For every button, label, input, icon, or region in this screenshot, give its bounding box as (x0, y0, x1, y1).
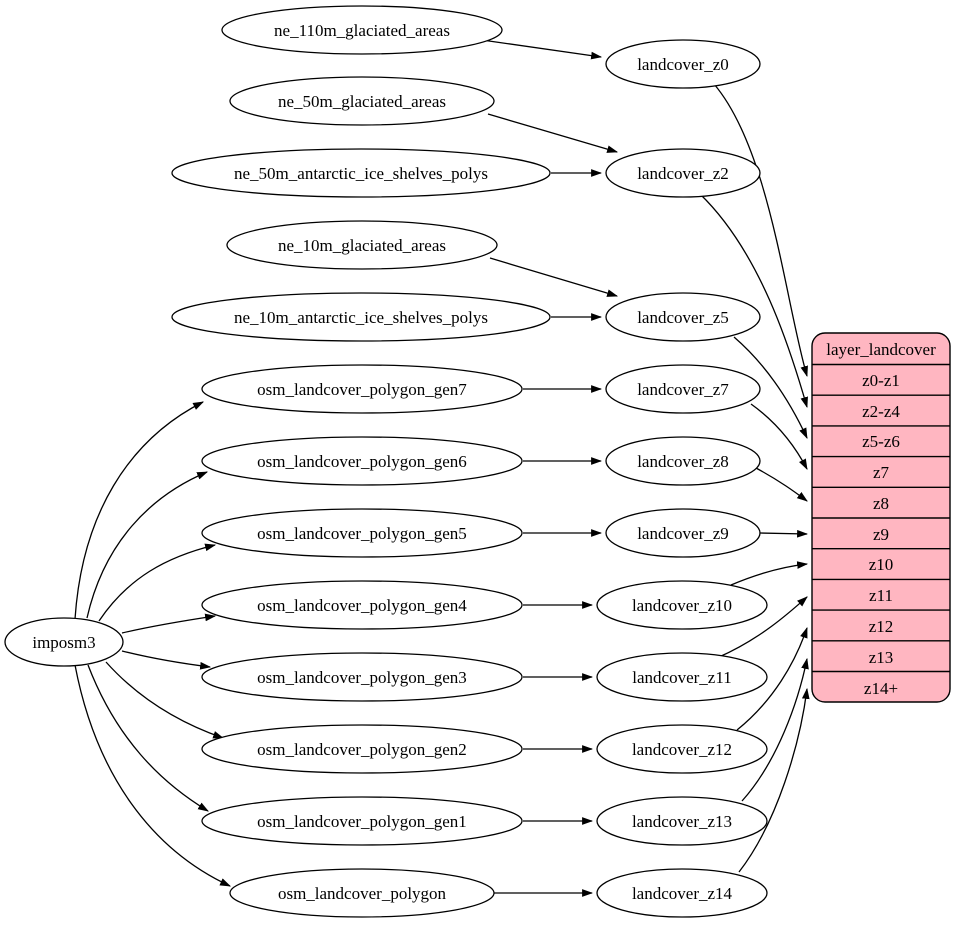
node-label: ne_10m_glaciated_areas (278, 236, 446, 255)
edge-z14-row (738, 687, 810, 873)
record-row-z12: z12 (869, 617, 894, 636)
node-label: landcover_z5 (637, 308, 729, 327)
edge-ne50mglac-z2 (487, 113, 619, 153)
node-label: ne_10m_antarctic_ice_shelves_polys (234, 308, 488, 327)
node-landcover-z13: landcover_z13 (596, 796, 768, 846)
edge-z8-row (755, 467, 808, 502)
node-label: imposm3 (32, 633, 95, 652)
node-label: landcover_z0 (637, 55, 729, 74)
record-row-z5-z6: z5-z6 (862, 432, 900, 451)
node-label: ne_110m_glaciated_areas (274, 21, 450, 40)
node-label: landcover_z9 (637, 524, 729, 543)
node-label: osm_landcover_polygon (278, 884, 447, 903)
node-label: landcover_z10 (632, 596, 732, 615)
record-row-z14plus: z14+ (864, 679, 898, 698)
record-title: layer_landcover (826, 340, 936, 359)
edge-z9-row (759, 529, 809, 538)
edge-z0-row (713, 83, 808, 378)
node-osm-landcover-polygon: osm_landcover_polygon (229, 868, 495, 918)
record-row-z0-z1: z0-z1 (862, 371, 900, 390)
node-label: landcover_z14 (632, 884, 733, 903)
node-osm-landcover-polygon-gen5: osm_landcover_polygon_gen5 (201, 508, 523, 558)
edge-z12-row (736, 626, 808, 731)
edge-imposm3-poly (74, 664, 231, 887)
node-imposm3: imposm3 (4, 617, 124, 667)
node-label: landcover_z11 (632, 668, 731, 687)
edge-z5-row (733, 336, 808, 439)
node-landcover-z2: landcover_z2 (605, 148, 761, 198)
node-landcover-z10: landcover_z10 (596, 580, 768, 630)
edge-z11-row (718, 596, 808, 658)
record-layer-landcover: layer_landcover z0-z1 z2-z4 z5-z6 z7 z8 … (811, 332, 951, 703)
node-label: ne_50m_glaciated_areas (278, 92, 446, 111)
node-landcover-z14: landcover_z14 (596, 868, 768, 918)
node-osm-landcover-polygon-gen1: osm_landcover_polygon_gen1 (201, 796, 523, 846)
edge-z7-row (750, 403, 808, 470)
node-ne-10m-glaciated-areas: ne_10m_glaciated_areas (226, 220, 498, 270)
node-ne-50m-glaciated-areas: ne_50m_glaciated_areas (229, 76, 495, 126)
node-label: landcover_z12 (632, 740, 732, 759)
node-label: osm_landcover_polygon_gen3 (257, 668, 467, 687)
node-ne-110m-glaciated-areas: ne_110m_glaciated_areas (221, 5, 503, 55)
node-ne-50m-antarctic-ice-shelves-polys: ne_50m_antarctic_ice_shelves_polys (171, 148, 551, 198)
record-row-z13: z13 (869, 648, 894, 667)
node-landcover-z7: landcover_z7 (605, 364, 761, 414)
node-landcover-z8: landcover_z8 (605, 436, 761, 486)
node-label: osm_landcover_polygon_gen7 (257, 380, 467, 399)
node-osm-landcover-polygon-gen2: osm_landcover_polygon_gen2 (201, 724, 523, 774)
node-osm-landcover-polygon-gen7: osm_landcover_polygon_gen7 (201, 364, 523, 414)
edge-imposm3-gen5 (98, 543, 217, 622)
edge-z10-row (730, 561, 809, 586)
node-label: osm_landcover_polygon_gen2 (257, 740, 467, 759)
edge-imposm3-gen4 (121, 613, 217, 634)
edge-imposm3-gen1 (87, 664, 209, 812)
edge-imposm3-gen2 (105, 661, 225, 739)
record-row-z2-z4: z2-z4 (862, 402, 900, 421)
record-row-z8: z8 (873, 494, 889, 513)
record-row-z10: z10 (869, 555, 894, 574)
node-ne-10m-antarctic-ice-shelves-polys: ne_10m_antarctic_ice_shelves_polys (171, 292, 551, 342)
edge-group (74, 39, 810, 897)
node-label: ne_50m_antarctic_ice_shelves_polys (234, 164, 488, 183)
node-label: osm_landcover_polygon_gen4 (257, 596, 467, 615)
edge-imposm3-gen6 (86, 471, 209, 619)
node-landcover-z9: landcover_z9 (605, 508, 761, 558)
node-osm-landcover-polygon-gen4: osm_landcover_polygon_gen4 (201, 580, 523, 630)
node-label: landcover_z2 (637, 164, 729, 183)
node-osm-landcover-polygon-gen6: osm_landcover_polygon_gen6 (201, 436, 523, 486)
node-landcover-z5: landcover_z5 (605, 292, 761, 342)
edge-z13-row (741, 657, 809, 802)
node-label: landcover_z8 (637, 452, 729, 471)
edge-imposm3-gen3 (121, 650, 212, 670)
node-label: landcover_z13 (632, 812, 732, 831)
record-row-z7: z7 (873, 463, 890, 482)
record-row-z9: z9 (873, 525, 889, 544)
node-landcover-z0: landcover_z0 (605, 39, 761, 89)
edge-imposm3-gen7 (74, 401, 204, 620)
edge-ne110m-z0 (481, 39, 603, 60)
node-landcover-z11: landcover_z11 (596, 652, 768, 702)
edge-z2-row (699, 193, 808, 409)
node-landcover-z12: landcover_z12 (596, 724, 768, 774)
node-label: landcover_z7 (637, 380, 729, 399)
node-label: osm_landcover_polygon_gen6 (257, 452, 467, 471)
node-osm-landcover-polygon-gen3: osm_landcover_polygon_gen3 (201, 652, 523, 702)
node-label: osm_landcover_polygon_gen5 (257, 524, 467, 543)
node-label: osm_landcover_polygon_gen1 (257, 812, 467, 831)
record-row-z11: z11 (869, 586, 893, 605)
edge-ne10mglac-z5 (489, 257, 619, 297)
